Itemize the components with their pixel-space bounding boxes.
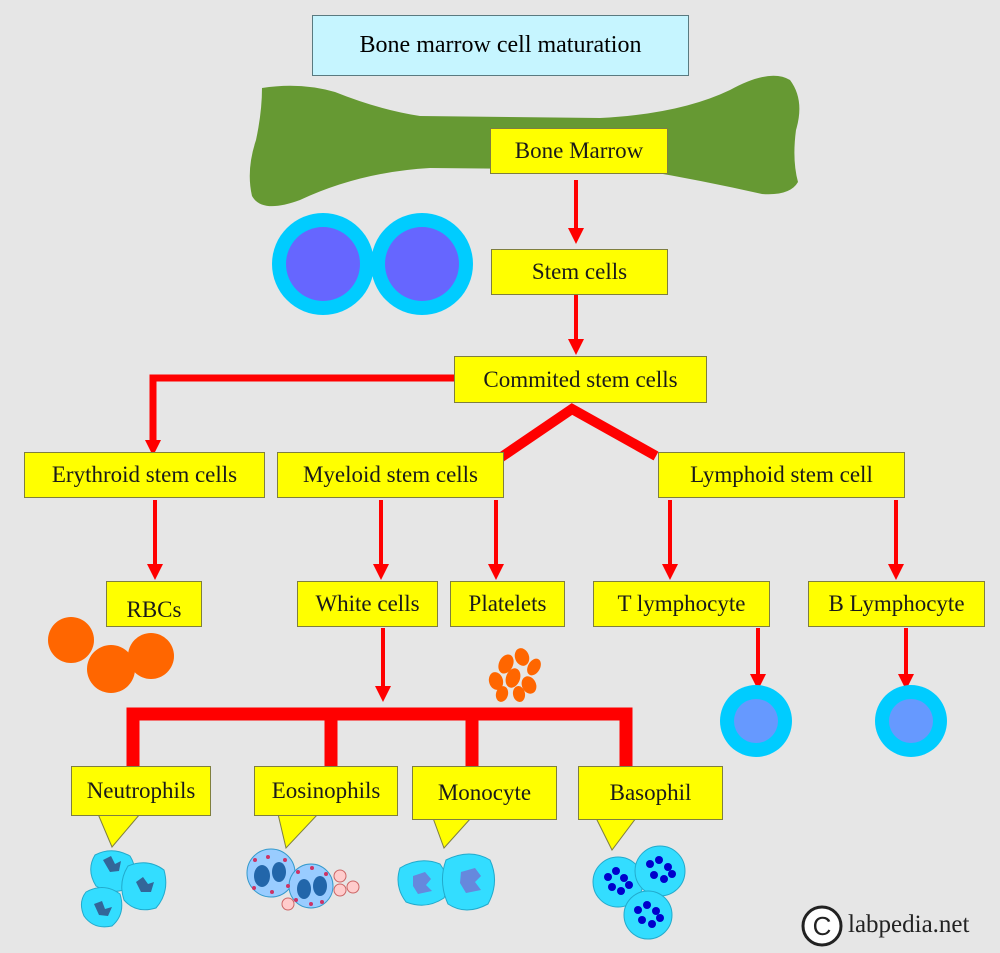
diagram-title: Bone marrow cell maturation [312,15,689,76]
bubble-tails [97,813,637,851]
node-platelets: Platelets [450,581,565,627]
monocyte-cells [397,853,495,911]
credit-text: labpedia.net [848,911,970,938]
node-eosinophils: Eosinophils [254,766,398,816]
node-b-lymphocyte: B Lymphocyte [808,581,985,627]
node-rbcs: RBCs [106,581,202,627]
node-lymphoid-stem-cell: Lymphoid stem cell [658,452,905,498]
node-stem-cells: Stem cells [491,249,668,295]
svg-text:C: C [813,911,832,941]
basophil-cells [592,845,686,940]
stem-cell-pair [272,213,473,315]
node-erythroid-stem-cells: Erythroid stem cells [24,452,265,498]
platelet-cluster [488,648,541,702]
node-basophil: Basophil [578,766,723,820]
node-myeloid-stem-cells: Myeloid stem cells [277,452,504,498]
node-bone-marrow: Bone Marrow [490,128,668,174]
node-neutrophils: Neutrophils [71,766,211,816]
node-monocyte: Monocyte [412,766,557,820]
connectors [126,180,914,767]
node-white-cells: White cells [297,581,438,627]
copyright-icon: C [801,905,843,947]
t-lymphocyte-cell [720,685,792,757]
rbc-cluster [48,617,174,693]
node-committed-stem-cells: Commited stem cells [454,356,707,403]
b-lymphocyte-cell [875,685,947,757]
eosinophil-cells [246,848,360,911]
neutrophil-cells [80,850,167,928]
node-t-lymphocyte: T lymphocyte [593,581,770,627]
